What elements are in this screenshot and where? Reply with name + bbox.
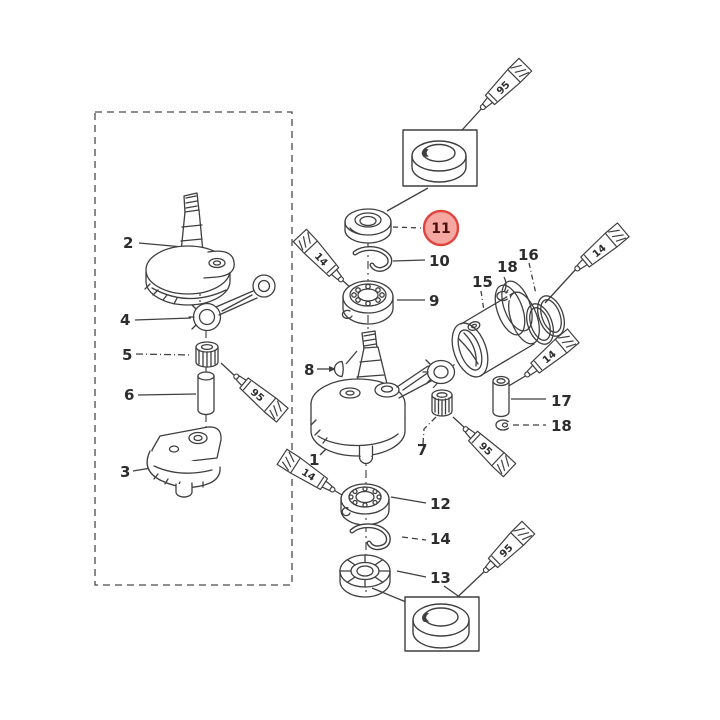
- part-piston-pin: [492, 375, 510, 418]
- lube-tube-95-bottom-right: 95: [462, 426, 517, 478]
- callout-7: 7: [417, 441, 427, 459]
- callout-14: 14: [430, 530, 451, 548]
- lube-tube-14-upper-left: 14: [292, 228, 344, 283]
- callout-labels: 2 4 5 6 3 8 1 7 9 10 12 14 13 15 18 16 1…: [120, 234, 572, 587]
- part-woodruff-key: [333, 360, 344, 378]
- part-connecting-rod-main: [396, 359, 456, 399]
- part-piston: [451, 280, 540, 378]
- part-crankshaft-main: [310, 330, 406, 465]
- callout-18-side: 18: [551, 417, 572, 435]
- part-counterweight: [146, 426, 222, 498]
- part-bearing-cage-main: [431, 389, 453, 417]
- highlighted-callout-11[interactable]: 11: [422, 209, 460, 247]
- callout-16: 16: [518, 246, 539, 264]
- callout-13: 13: [430, 569, 451, 587]
- part-crankshaft-half: [144, 192, 235, 306]
- callout-8: 8: [304, 361, 314, 379]
- highlight-circle[interactable]: [422, 209, 460, 247]
- leader-lines: [132, 106, 578, 608]
- callout-18-top: 18: [497, 258, 518, 276]
- reference-ring-top-box: [402, 129, 478, 187]
- part-bearing-cage-small: [195, 341, 219, 368]
- callout-2: 2: [123, 234, 133, 252]
- part-piston-pin-spare: [197, 371, 215, 416]
- grouping-dashed-box: [94, 111, 293, 586]
- reference-ring-bottom-box: [404, 596, 480, 652]
- lube-tube-14-bottom-left: 14: [276, 448, 336, 493]
- part-ball-bearing-upper: [341, 280, 394, 325]
- part-oil-seal-highlighted: [344, 208, 392, 244]
- callout-10: 10: [429, 252, 450, 270]
- callout-3: 3: [120, 463, 130, 481]
- callout-12: 12: [430, 495, 451, 513]
- callout-4: 4: [120, 311, 130, 329]
- callout-5: 5: [122, 346, 132, 364]
- part-pin-clip-top: [496, 289, 511, 302]
- callout-9: 9: [429, 292, 439, 310]
- callout-1: 1: [309, 451, 319, 469]
- lube-tube-14-top-right: 14: [574, 222, 630, 272]
- lube-tube-95-top: 95: [479, 57, 533, 111]
- part-pin-clip-side: [495, 419, 512, 431]
- part-connecting-rod-spare: [188, 274, 276, 332]
- part-oil-seal-lower: [339, 554, 391, 598]
- part-piston-rings: [525, 295, 566, 345]
- callout-15: 15: [472, 273, 493, 291]
- part-retaining-clip-upper: [352, 246, 393, 272]
- callout-6: 6: [124, 386, 134, 404]
- lube-tube-95-left-box: 95: [233, 373, 289, 423]
- callout-11[interactable]: 11: [431, 221, 450, 237]
- part-ball-bearing-lower: [340, 483, 390, 526]
- callout-17: 17: [551, 392, 572, 410]
- lube-tube-95-bottom: 95: [482, 520, 536, 574]
- lube-tube-14-mid-right: 14: [524, 328, 580, 378]
- part-retaining-clip-lower: [349, 523, 391, 551]
